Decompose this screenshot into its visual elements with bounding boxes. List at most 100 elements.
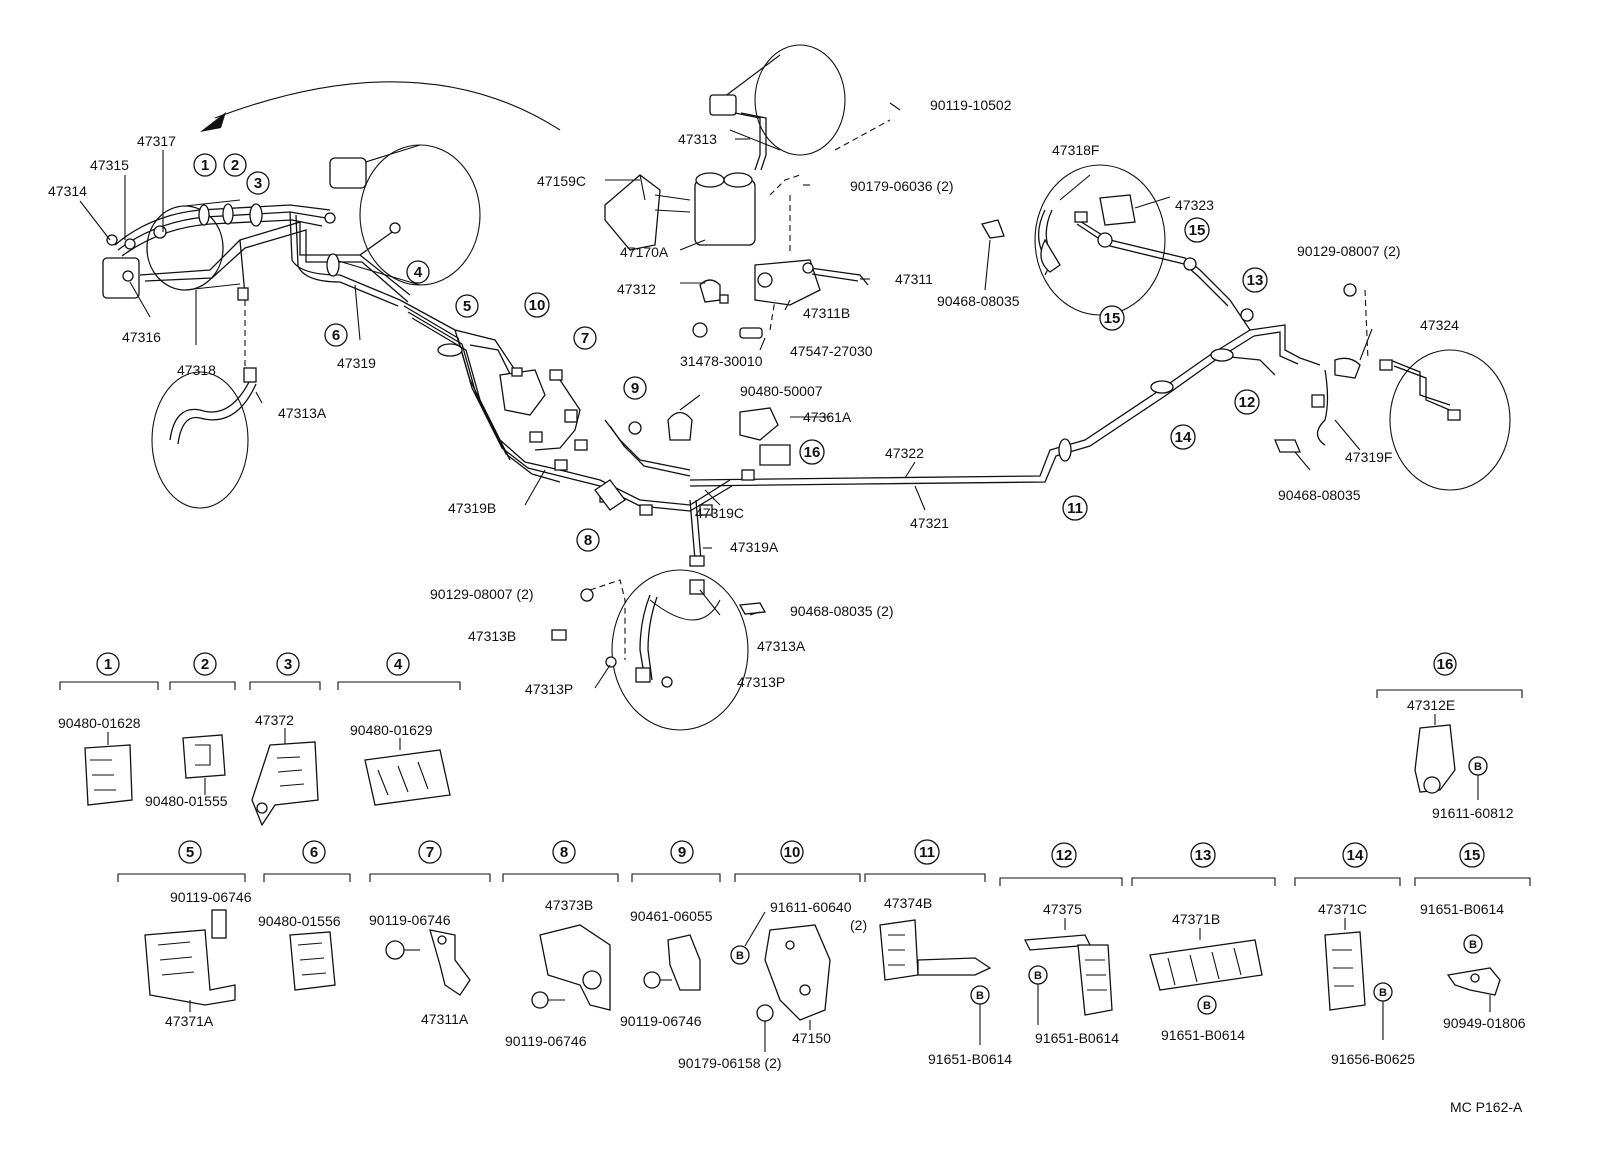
label-90119-10502: 90119-10502	[930, 97, 1012, 113]
svg-text:12: 12	[1239, 394, 1256, 411]
svg-text:12: 12	[1056, 847, 1073, 864]
label-90468-08035-right: 90468-08035	[1278, 487, 1361, 503]
callout-6: 6	[324, 323, 348, 347]
label-47313: 47313	[678, 131, 717, 147]
label-47319f: 47319F	[1345, 449, 1392, 465]
label-47318f: 47318F	[1052, 142, 1099, 158]
svg-text:4: 4	[414, 264, 423, 281]
svg-text:5: 5	[186, 844, 194, 861]
label-47321: 47321	[910, 515, 949, 531]
callout-7: 7	[573, 326, 597, 350]
label-47323: 47323	[1175, 197, 1214, 213]
detail-2: 2 90480-01555	[145, 652, 236, 809]
svg-text:B: B	[736, 950, 744, 962]
svg-text:2: 2	[231, 157, 239, 174]
detail-9: 9 90461-06055 90119-06746	[620, 840, 721, 1029]
svg-text:13: 13	[1247, 272, 1264, 289]
d13-part-b-label: 91651-B0614	[1161, 1027, 1245, 1043]
svg-text:B: B	[1469, 939, 1477, 951]
d5-part-a-label: 90119-06746	[170, 889, 252, 905]
detail-14: 14 47371C B 91656-B0625	[1294, 842, 1415, 1067]
detail-8: 8 47373B 90119-06746	[502, 840, 619, 1049]
callout-circles: 1 2 3 4 5 6 7 8 9 10 11 12 13 14 15 15 1…	[193, 153, 1268, 552]
label-47313a-mid: 47313A	[757, 638, 806, 654]
svg-text:13: 13	[1195, 847, 1212, 864]
master-cylinder-assembly	[102, 81, 561, 509]
callout-1: 1	[193, 153, 217, 177]
label-47319: 47319	[337, 355, 376, 371]
d14-part-a-label: 47371C	[1318, 901, 1367, 917]
label-47361a: 47361A	[803, 409, 852, 425]
label-47319b: 47319B	[448, 500, 496, 516]
d10-b-marker: B	[730, 945, 750, 965]
svg-text:6: 6	[310, 844, 318, 861]
label-47311: 47311	[895, 271, 933, 287]
d4-part-label: 90480-01629	[350, 722, 433, 738]
svg-text:14: 14	[1175, 429, 1192, 446]
svg-text:B: B	[1474, 761, 1482, 773]
d15-part-b-label: 90949-01806	[1443, 1015, 1526, 1031]
detail-1: 1 90480-01628	[58, 652, 159, 806]
detail-13: 13 47371B B 91651-B0614	[1131, 842, 1276, 1043]
d9-part-a-label: 90461-06055	[630, 908, 713, 924]
label-90129-08007-mid: 90129-08007 (2)	[430, 586, 534, 602]
label-47313p-left: 47313P	[525, 681, 573, 697]
proportioning-valve-assembly	[604, 44, 891, 339]
svg-text:9: 9	[631, 380, 639, 397]
svg-text:1: 1	[201, 157, 209, 174]
detail-row-2: 5 90119-06746 47371A 6 90480-01556 7 901…	[117, 839, 1531, 1071]
label-90129-08007-right: 90129-08007 (2)	[1297, 243, 1401, 259]
detail-5: 5 90119-06746 47371A	[117, 840, 252, 1029]
detail-7: 7 90119-06746 47311A	[369, 840, 491, 1027]
svg-text:7: 7	[581, 330, 589, 347]
label-90468-08035-mid: 90468-08035 (2)	[790, 603, 894, 619]
main-brake-lines	[399, 299, 1321, 567]
d16-part-b-label: 91611-60812	[1432, 805, 1514, 821]
callout-2: 2	[223, 153, 247, 177]
d16-b-marker: B	[1468, 756, 1488, 776]
detail-12: 12 47375 B 91651-B0614	[999, 842, 1123, 1046]
detail-3: 3 47372	[249, 652, 321, 827]
svg-text:16: 16	[1437, 656, 1454, 673]
callout-14: 14	[1170, 424, 1196, 450]
callout-8: 8	[576, 528, 600, 552]
callout-11: 11	[1062, 495, 1088, 521]
d2-part-label: 90480-01555	[145, 793, 228, 809]
d15-b-marker: B	[1463, 934, 1483, 954]
d1-part-label: 90480-01628	[58, 715, 141, 731]
d5-part-b-label: 47371A	[165, 1013, 214, 1029]
label-47317: 47317	[137, 133, 176, 149]
svg-text:9: 9	[678, 844, 686, 861]
label-47319c: 47319C	[695, 505, 744, 521]
detail-10: 10 91611-60640 (2) B 47150 90179-06158 (…	[678, 840, 867, 1071]
d11-part-b-label: 91651-B0614	[928, 1051, 1012, 1067]
d10-part-b-label: 47150	[792, 1030, 831, 1046]
d11-part-a-label: 47374B	[884, 895, 932, 911]
svg-text:B: B	[1203, 1000, 1211, 1012]
d10-part-c-label: 90179-06158 (2)	[678, 1055, 782, 1071]
svg-text:B: B	[1034, 970, 1042, 982]
label-47324: 47324	[1420, 317, 1459, 333]
d12-b-marker: B	[1028, 965, 1048, 985]
d12-part-b-label: 91651-B0614	[1035, 1030, 1119, 1046]
svg-text:B: B	[976, 990, 984, 1002]
svg-text:16: 16	[804, 444, 821, 461]
callout-4: 4	[406, 260, 430, 284]
callout-10: 10	[524, 292, 550, 318]
label-47547-27030: 47547-27030	[790, 343, 873, 359]
part-labels: 47317 47315 47314 47316 47318 47319 4731…	[48, 97, 1459, 697]
detail-6: 6 90480-01556	[258, 840, 351, 991]
svg-text:3: 3	[284, 656, 292, 673]
d7-part-a-label: 90119-06746	[369, 912, 451, 928]
label-47316: 47316	[122, 329, 161, 345]
label-47313b: 47313B	[468, 628, 516, 644]
rear-brake-assembly	[981, 164, 1511, 491]
svg-text:B: B	[1379, 987, 1387, 999]
d11-b-marker: B	[970, 985, 990, 1005]
label-90179-06036: 90179-06036 (2)	[850, 178, 954, 194]
label-47322: 47322	[885, 445, 924, 461]
d14-part-b-label: 91656-B0625	[1331, 1051, 1415, 1067]
d13-part-a-label: 47371B	[1172, 911, 1220, 927]
svg-text:7: 7	[426, 844, 434, 861]
label-47319a: 47319A	[730, 539, 779, 555]
